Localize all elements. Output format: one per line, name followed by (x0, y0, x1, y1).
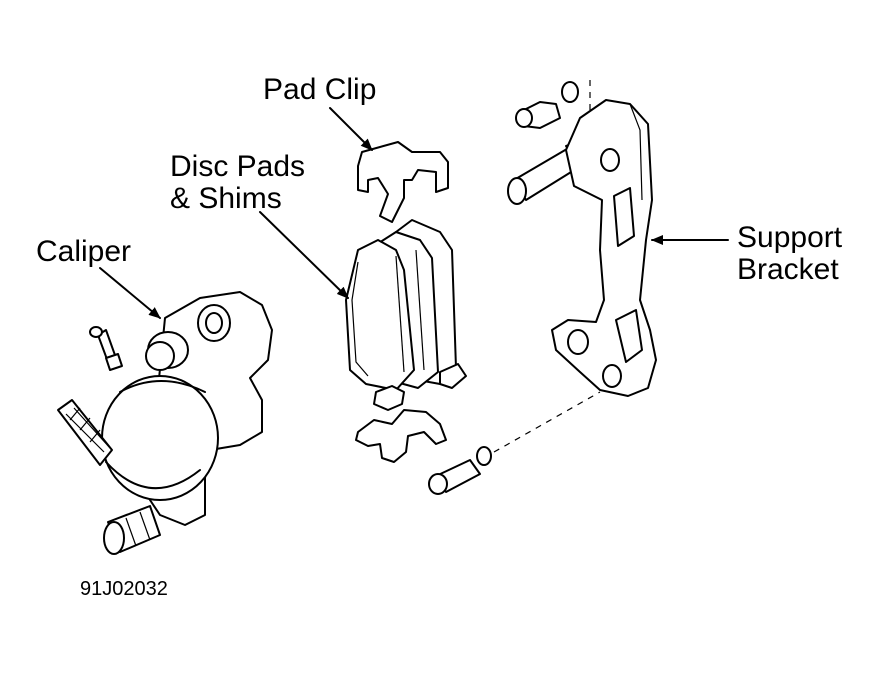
disc-pads-label-line1: Disc Pads (170, 150, 306, 183)
support-label-line1: Support (737, 221, 843, 254)
figure-id: 91J02032 (80, 578, 168, 600)
pad-clip-upper (357, 141, 449, 223)
pad-clip-lower (355, 409, 447, 463)
caliper-label: Caliper (36, 235, 132, 268)
caliper-body (57, 291, 273, 555)
pad-clip-label: Pad Clip (263, 73, 377, 106)
caliper-arrow (99, 267, 161, 319)
support-bracket (551, 99, 657, 397)
disc-pads-shims (345, 219, 467, 411)
pad-clip-arrow (329, 107, 373, 151)
disc-pads-arrow (259, 211, 349, 299)
disc-pads-label-line2: & Shims (170, 182, 282, 215)
support-label-line2: Bracket (737, 253, 839, 286)
